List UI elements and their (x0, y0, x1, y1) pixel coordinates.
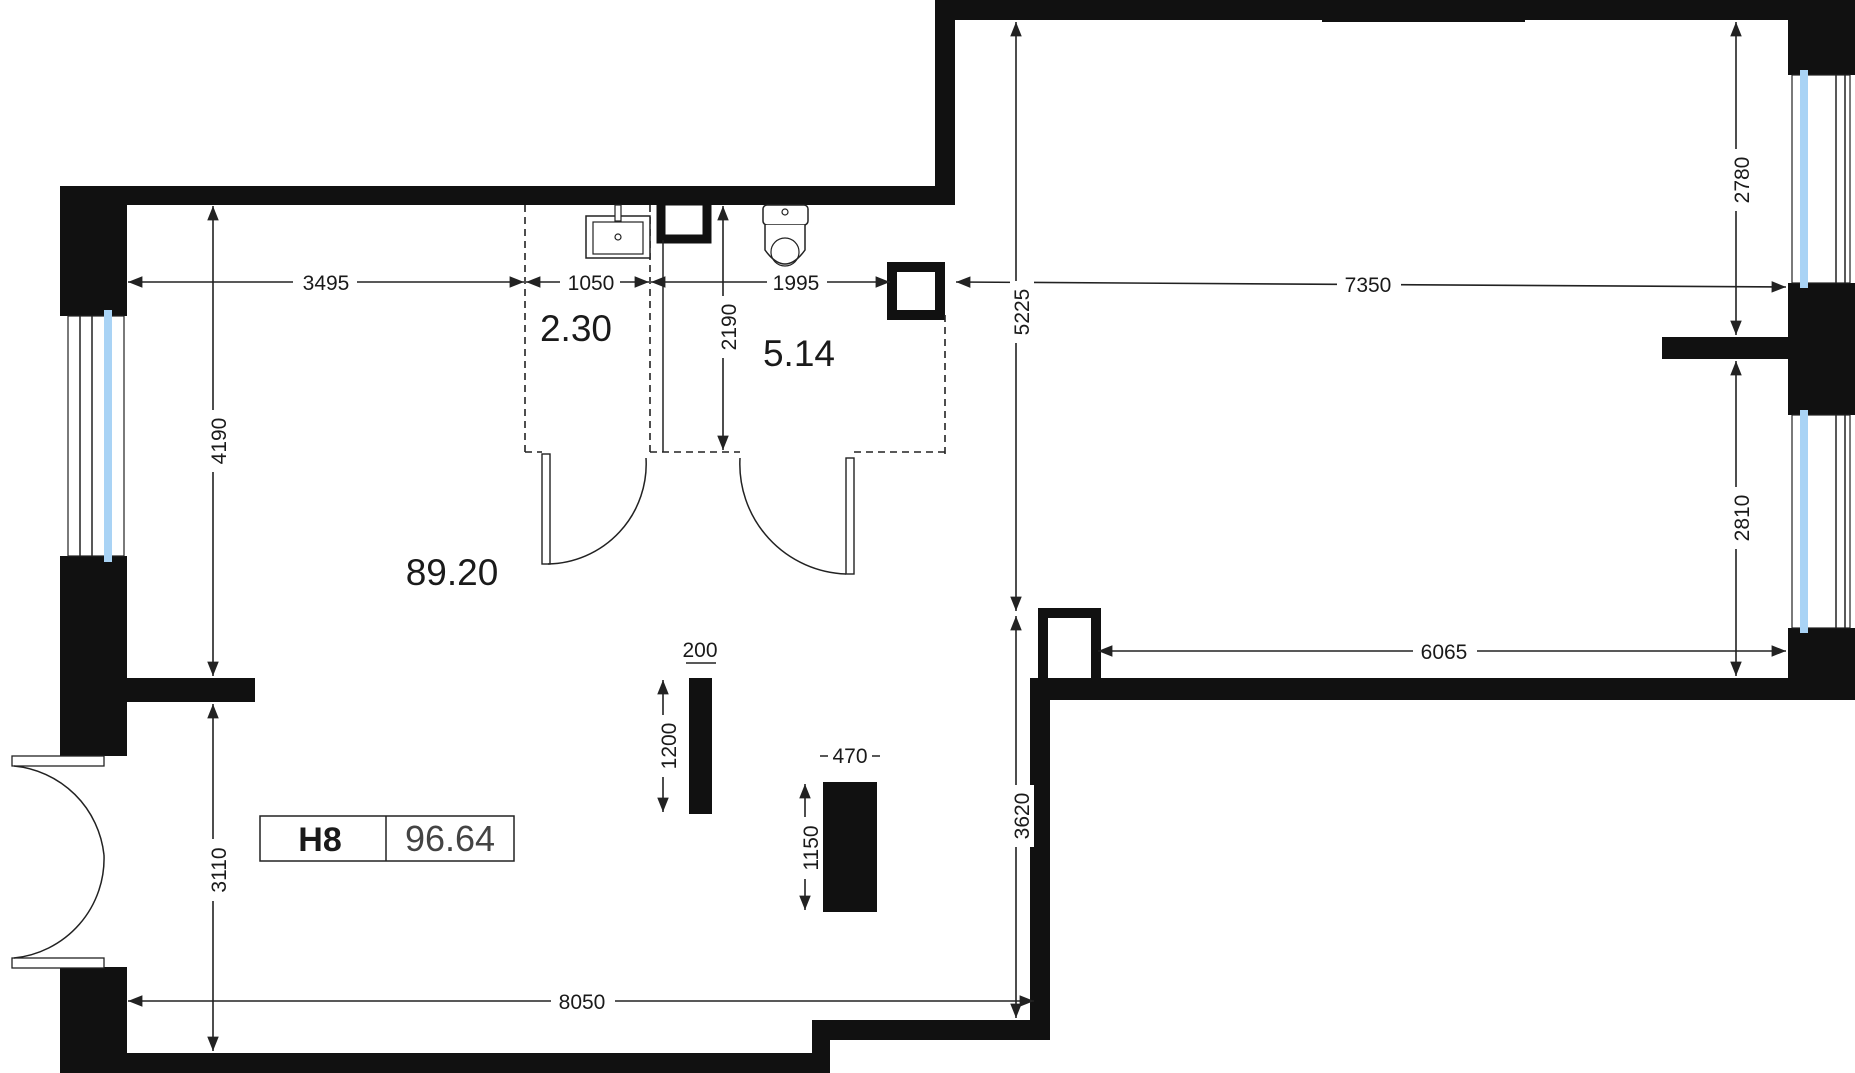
wall-central-lower (1030, 683, 1050, 1040)
wall-top-thick (1322, 0, 1525, 22)
dimension-labels: 3495 1050 1995 7350 6065 8050 4190 3110 … (207, 149, 1754, 1014)
wall-left-middle (60, 556, 127, 756)
wall-right-lower (1788, 628, 1855, 700)
dim-2780: 2780 (1731, 157, 1754, 204)
dim-6065: 6065 (1421, 641, 1468, 664)
wall-right-upper (1788, 0, 1855, 75)
dim-5225: 5225 (1011, 289, 1034, 336)
partitions (524, 205, 946, 456)
wall-left-lower (60, 967, 127, 1073)
doors (11, 453, 855, 969)
wall-stub-left (127, 678, 255, 702)
dim-3495: 3495 (303, 272, 350, 295)
window-right-upper (1791, 70, 1851, 288)
dim-2190: 2190 (718, 304, 741, 351)
unit-total-area: 96.64 (405, 818, 495, 859)
wall-top-left (60, 186, 946, 205)
dim-1200: 1200 (658, 723, 681, 770)
wall-bottom-right (812, 1020, 1050, 1040)
dim-200: 200 (682, 639, 717, 662)
window-right-lower (1791, 410, 1851, 633)
dim-3110: 3110 (208, 847, 231, 892)
walls (60, 0, 1855, 1073)
window-left (67, 310, 125, 562)
fixtures (585, 204, 809, 267)
wall-left-upper (60, 186, 127, 316)
shaft-box (656, 196, 712, 244)
dim-2810: 2810 (1731, 495, 1754, 542)
dim-8050: 8050 (559, 991, 606, 1014)
room-area-toilet: 5.14 (763, 333, 835, 374)
dim-7350: 7350 (1345, 274, 1392, 297)
dim-1150: 1150 (800, 825, 823, 870)
dim-470: 470 (832, 745, 867, 768)
wall-right-bottom (1030, 678, 1788, 700)
block-200x1200 (689, 678, 712, 814)
wall-bottom (127, 1053, 830, 1073)
block-470x1150 (823, 782, 877, 912)
room-area-main: 89.20 (406, 552, 499, 593)
dim-1050: 1050 (568, 272, 615, 295)
room-area-washroom: 2.30 (540, 308, 612, 349)
wall-right-middle (1788, 283, 1855, 415)
toilet-door (739, 457, 855, 575)
washroom-door (541, 453, 647, 565)
unit-label-box: Н8 96.64 (259, 815, 515, 862)
dim-3620: 3620 (1011, 793, 1034, 840)
wall-central-upper (935, 0, 955, 205)
column-toilet (887, 262, 945, 320)
dimension-lines (128, 22, 1787, 1051)
unit-id: Н8 (298, 821, 341, 859)
dim-1995: 1995 (773, 272, 820, 295)
dim-4190: 4190 (208, 418, 231, 465)
wall-stub-right (1662, 337, 1792, 359)
sink-icon (585, 204, 651, 259)
toilet-icon (762, 204, 809, 267)
windows (67, 70, 1851, 633)
entrance-double-door (11, 755, 105, 969)
column-lower (1038, 608, 1101, 688)
